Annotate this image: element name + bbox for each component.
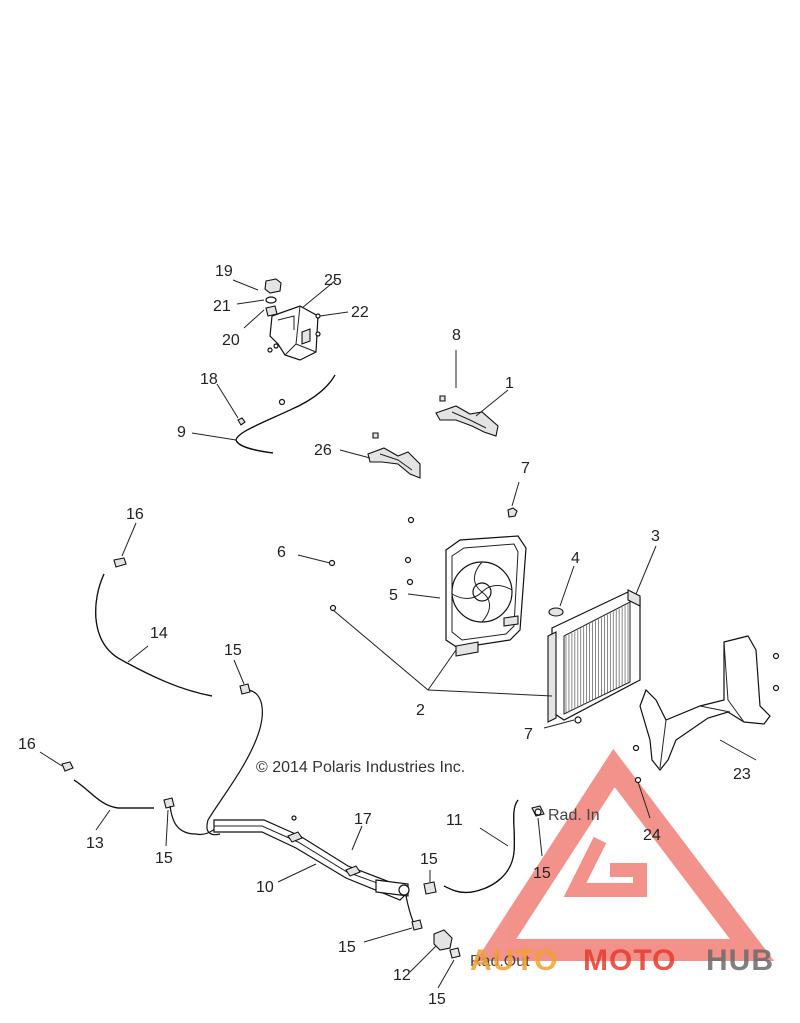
callout-7-top: 7 (521, 460, 530, 477)
callout-13: 13 (86, 835, 104, 852)
callout-6: 6 (277, 544, 286, 561)
callout-2-leaders (332, 609, 553, 697)
coolant-hose-11-group (423, 799, 545, 895)
outlet-fitting-group (363, 895, 461, 989)
callout-21: 21 (213, 298, 231, 315)
clamp-15e (411, 919, 423, 931)
reservoir-cap (264, 278, 282, 294)
watermark-wordmark: AUTO MOTO HUB (470, 944, 774, 977)
radiator-group (547, 545, 657, 723)
callout-11: 11 (446, 812, 463, 829)
watermark-triangle (475, 748, 775, 961)
clamp-15a (239, 683, 251, 695)
rad-out-label: Rad.Out (470, 953, 530, 970)
callout-15-upper: 15 (224, 642, 242, 659)
radiator-bracket-1 (435, 405, 499, 437)
copyright-note: © 2014 Polaris Industries Inc. (256, 759, 465, 776)
radiator-fins (565, 604, 629, 714)
overflow-hose-group (191, 374, 336, 454)
callout-numbers: 1 2 3 4 5 6 7 7 8 9 10 11 12 13 14 15 15… (18, 263, 751, 1008)
callout-8: 8 (452, 327, 461, 344)
callout-15-left: 15 (155, 850, 173, 867)
radiator-mount-bracket-group (632, 635, 780, 819)
clamp-15b (163, 797, 175, 809)
radiator-bracket-26 (367, 447, 421, 479)
bracket-bolt-8 (439, 395, 446, 402)
callout-15-center: 15 (420, 851, 438, 868)
callout-14: 14 (150, 625, 168, 642)
watermark-hub: HUB (706, 944, 774, 977)
copyright-text: © 2014 Polaris Industries Inc. (256, 759, 465, 776)
coolant-hose-14-group (95, 522, 213, 697)
callout-1: 1 (505, 375, 514, 392)
callout-15-lower: 15 (338, 939, 356, 956)
callout-5: 5 (389, 587, 398, 604)
hose-clamp-16a (113, 557, 127, 568)
callout-16-lower: 16 (18, 736, 36, 753)
radiator-bracket-26-group (339, 432, 421, 479)
coolant-reservoir-group (232, 278, 349, 361)
radiator-mount-bracket (639, 635, 771, 771)
coolant-hose-13-group (39, 751, 154, 831)
callout-26: 26 (314, 442, 332, 459)
callout-18: 18 (200, 371, 218, 388)
coolant-hose-13 (73, 779, 154, 809)
coolant-pipe-group (213, 815, 410, 901)
callout-3: 3 (651, 528, 660, 545)
callout-10: 10 (256, 879, 274, 896)
radiator-grommet (548, 607, 564, 617)
callout-15-right: 15 (533, 865, 551, 882)
callout-4: 4 (571, 550, 580, 567)
bleed-line-group (163, 659, 263, 847)
hose-clamp-16b (61, 761, 74, 772)
fasteners (297, 481, 582, 729)
reservoir-seal (265, 296, 277, 304)
reservoir-body (269, 305, 319, 361)
callout-19: 19 (215, 263, 233, 280)
callout-12: 12 (393, 967, 411, 984)
callout-23: 23 (733, 766, 751, 783)
hose-clip-bolt (237, 417, 246, 426)
radiator-bracket-upper-group (435, 350, 509, 437)
fan-shroud-group (407, 535, 527, 657)
clamp-15d (423, 881, 437, 895)
callout-22: 22 (351, 304, 369, 321)
watermark-auto: AUTO (470, 944, 558, 977)
callout-9: 9 (177, 424, 186, 441)
callout-20: 20 (222, 332, 240, 349)
bracket-bolt-26 (372, 432, 379, 439)
callout-7-bottom: 7 (524, 726, 533, 743)
callout-25: 25 (324, 272, 342, 289)
radiator-core (551, 591, 641, 721)
callout-15-bottom: 15 (428, 991, 446, 1008)
port-labels: Rad. In Rad.Out (470, 807, 600, 970)
watermark-inner-mark (563, 836, 647, 897)
callout-16-upper: 16 (126, 506, 144, 523)
rad-in-label: Rad. In (548, 807, 600, 824)
callout-24: 24 (643, 827, 661, 844)
watermark-logo (475, 748, 775, 961)
bleed-line (206, 689, 263, 836)
clamp-15f (449, 947, 461, 959)
callout-2: 2 (416, 702, 425, 719)
outlet-elbow (433, 929, 453, 951)
callout-17: 17 (354, 811, 372, 828)
watermark-moto: MOTO (583, 944, 676, 977)
